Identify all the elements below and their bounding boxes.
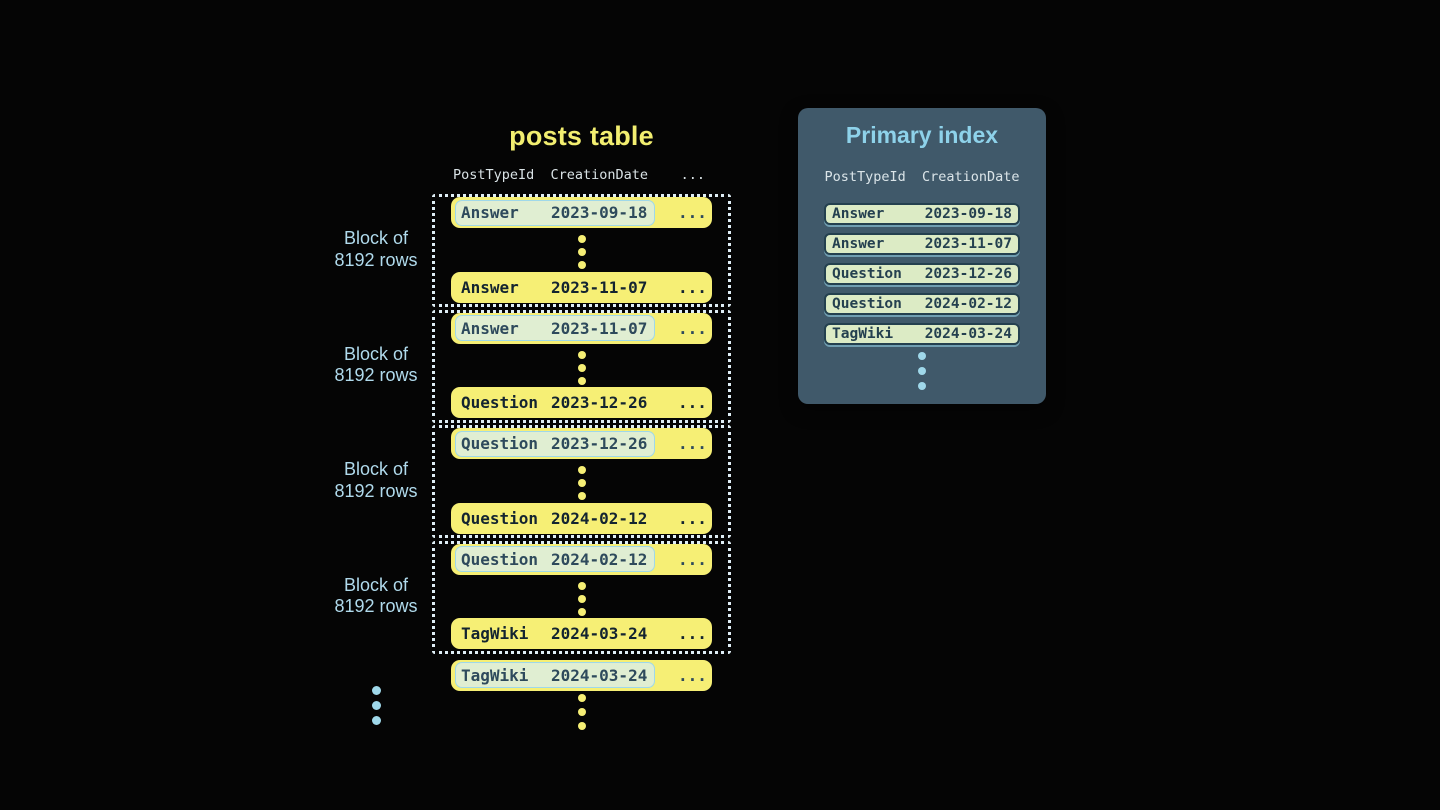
row-post-type: Question bbox=[461, 434, 539, 453]
index-creation-date: 2023-09-18 bbox=[924, 206, 1012, 222]
row-post-type: Question bbox=[461, 393, 539, 412]
index-post-type: Question bbox=[832, 266, 902, 282]
vertical-dots-icon bbox=[798, 352, 1046, 390]
block-label: Block of 8192 rows bbox=[334, 459, 418, 501]
index-creation-date: 2023-11-07 bbox=[924, 236, 1012, 252]
block-label: Block of 8192 rows bbox=[334, 574, 418, 617]
vertical-dots-icon bbox=[435, 466, 728, 500]
row-block: Question 2024-02-12 ... TagWiki 2024-03-… bbox=[432, 540, 731, 654]
row-post-type: Answer bbox=[461, 203, 519, 222]
table-row: Question 2023-12-26 ... bbox=[451, 387, 712, 418]
row-post-type: Question bbox=[461, 508, 539, 528]
index-entry: Question 2024-02-12 bbox=[824, 293, 1020, 315]
row-creation-date: 2023-11-07 bbox=[551, 318, 648, 338]
vertical-dots-icon bbox=[435, 350, 728, 385]
row-creation-date: 2023-09-18 bbox=[551, 203, 648, 222]
index-post-type: Answer bbox=[832, 206, 885, 222]
primary-index-title: Primary index bbox=[845, 122, 999, 148]
vertical-dots-icon bbox=[435, 581, 728, 616]
block-label: Block of 8192 rows bbox=[334, 343, 418, 386]
row-ellipsis: ... bbox=[678, 318, 707, 338]
index-post-type: TagWiki bbox=[832, 326, 894, 342]
row-ellipsis: ... bbox=[678, 508, 707, 528]
row-creation-date: 2024-02-12 bbox=[551, 549, 648, 569]
index-entry: Answer 2023-11-07 bbox=[824, 233, 1020, 255]
vertical-dots-icon bbox=[432, 694, 731, 730]
row-creation-date: 2024-02-12 bbox=[551, 508, 648, 528]
index-post-type: Question bbox=[832, 296, 902, 312]
index-highlight-box bbox=[455, 546, 655, 572]
index-creation-date: 2023-12-26 bbox=[924, 266, 1012, 282]
table-row: Question 2024-02-12 ... bbox=[451, 543, 712, 575]
row-creation-date: 2024-03-24 bbox=[551, 624, 648, 643]
index-creation-date: 2024-02-12 bbox=[924, 296, 1012, 312]
row-block: Answer 2023-11-07 ... Question 2023-12-2… bbox=[432, 309, 731, 423]
index-entry: TagWiki 2024-03-24 bbox=[824, 323, 1020, 345]
index-creation-date: 2024-03-24 bbox=[924, 326, 1012, 342]
table-row: Answer 2023-11-07 ... bbox=[451, 271, 712, 303]
row-post-type: Question bbox=[461, 549, 539, 569]
posts-table-column-headers: PostTypeId CreationDate ... bbox=[453, 167, 705, 183]
row-block: Answer 2023-09-18 ... Answer 2023-11-07 … bbox=[432, 194, 731, 307]
primary-index-column-headers: PostTypeId CreationDate bbox=[824, 169, 1020, 185]
index-highlight-box bbox=[455, 662, 655, 688]
row-ellipsis: ... bbox=[678, 277, 707, 297]
row-ellipsis: ... bbox=[678, 549, 707, 569]
index-highlight-box bbox=[455, 430, 655, 457]
row-ellipsis: ... bbox=[678, 665, 707, 685]
vertical-dots-icon bbox=[296, 686, 456, 725]
row-creation-date: 2023-12-26 bbox=[551, 393, 648, 412]
row-post-type: Answer bbox=[461, 277, 519, 297]
table-row: Answer 2023-11-07 ... bbox=[451, 312, 712, 344]
row-block: Question 2023-12-26 ... Question 2024-02… bbox=[432, 425, 731, 538]
vertical-dots-icon bbox=[435, 235, 728, 269]
row-post-type: Answer bbox=[461, 318, 519, 338]
row-post-type: TagWiki bbox=[461, 624, 529, 643]
table-row: TagWiki 2024-03-24 ... bbox=[451, 618, 712, 649]
table-row: Question 2023-12-26 ... bbox=[451, 428, 712, 459]
table-row: TagWiki 2024-03-24 ... bbox=[451, 659, 712, 691]
block-label: Block of 8192 rows bbox=[334, 228, 418, 270]
index-highlight-box bbox=[455, 199, 655, 226]
table-row: Answer 2023-09-18 ... bbox=[451, 197, 712, 228]
row-ellipsis: ... bbox=[678, 203, 707, 222]
row-creation-date: 2024-03-24 bbox=[551, 665, 648, 685]
row-ellipsis: ... bbox=[678, 624, 707, 643]
posts-table-title: posts table bbox=[509, 121, 654, 151]
row-creation-date: 2023-11-07 bbox=[551, 277, 648, 297]
row-ellipsis: ... bbox=[678, 393, 707, 412]
index-post-type: Answer bbox=[832, 236, 885, 252]
row-ellipsis: ... bbox=[678, 434, 707, 453]
index-entry: Answer 2023-09-18 bbox=[824, 203, 1020, 225]
primary-index-panel: Primary index PostTypeId CreationDate An… bbox=[798, 108, 1046, 404]
row-creation-date: 2023-12-26 bbox=[551, 434, 648, 453]
row-post-type: TagWiki bbox=[461, 665, 529, 685]
index-highlight-box bbox=[455, 315, 655, 341]
index-entry: Question 2023-12-26 bbox=[824, 263, 1020, 285]
table-row: Question 2024-02-12 ... bbox=[451, 502, 712, 534]
